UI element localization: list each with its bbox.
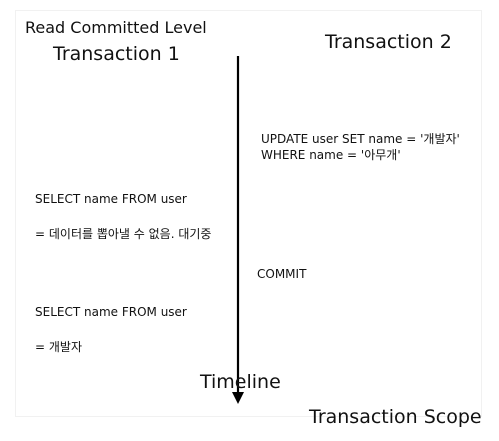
select-result-2: = 개발자: [35, 340, 82, 354]
transaction-2-title: Transaction 2: [325, 31, 452, 53]
isolation-level-label: Read Committed Level: [25, 18, 207, 37]
select-statement-2: SELECT name FROM user: [35, 305, 187, 319]
diagram-frame: [15, 10, 482, 417]
update-statement-line-1: UPDATE user SET name = '개발자': [261, 132, 460, 146]
transaction-scope-label: Transaction Scope: [309, 406, 482, 428]
update-statement-line-2: WHERE name = '아무개': [261, 148, 401, 162]
timeline-label: Timeline: [200, 371, 281, 393]
select-statement-1: SELECT name FROM user: [35, 192, 187, 206]
timeline-arrowhead: [232, 392, 244, 404]
transaction-1-title: Transaction 1: [53, 43, 180, 65]
commit-label: COMMIT: [257, 267, 307, 281]
select-result-1: = 데이터를 뽑아낼 수 없음. 대기중: [35, 227, 212, 241]
